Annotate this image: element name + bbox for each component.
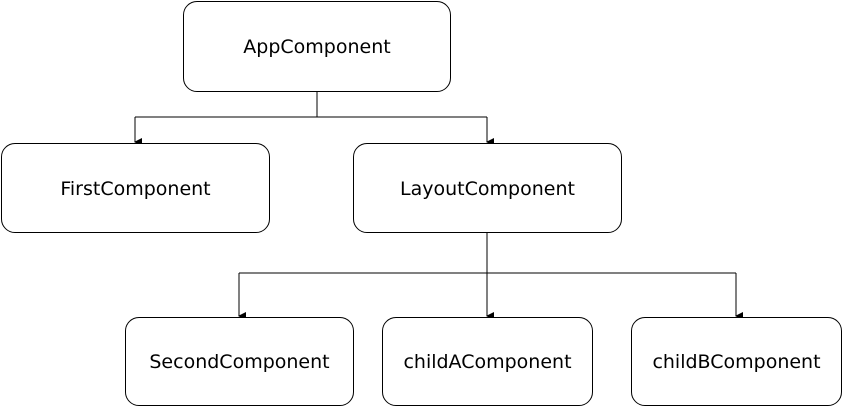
node-first-component: FirstComponent xyxy=(1,143,270,233)
node-child-a-component: childAComponent xyxy=(382,317,593,406)
node-second-component-label: SecondComponent xyxy=(149,351,330,373)
node-first-component-label: FirstComponent xyxy=(60,177,211,200)
node-layout-component-label: LayoutComponent xyxy=(400,177,575,200)
node-app-component-label: AppComponent xyxy=(243,36,391,58)
node-child-b-component-label: childBComponent xyxy=(652,351,821,373)
node-child-a-component-label: childAComponent xyxy=(403,351,572,373)
node-layout-component: LayoutComponent xyxy=(353,143,622,233)
node-second-component: SecondComponent xyxy=(125,317,354,406)
node-child-b-component: childBComponent xyxy=(631,317,842,406)
node-app-component: AppComponent xyxy=(183,1,451,92)
